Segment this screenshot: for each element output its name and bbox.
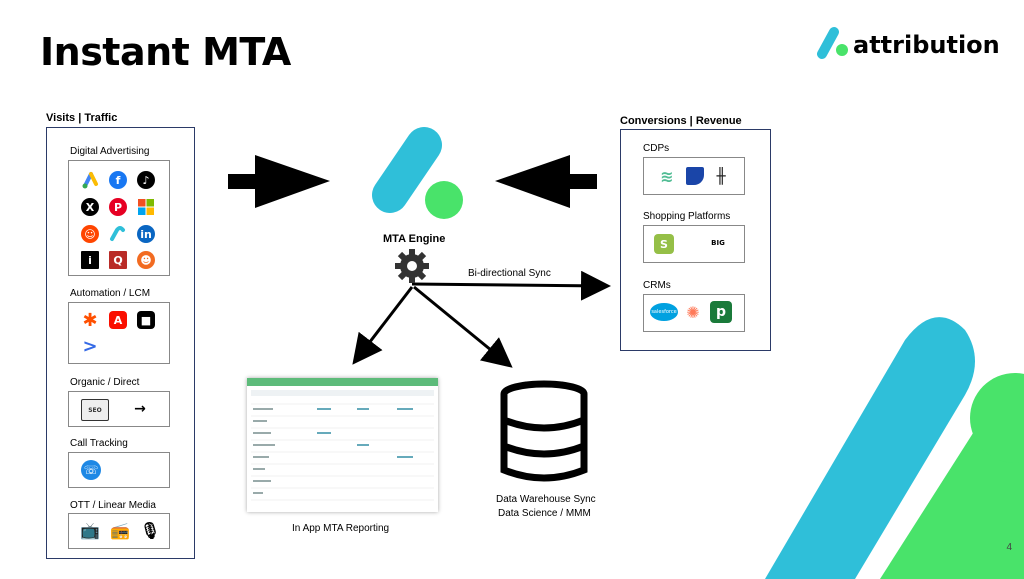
sync-label: Bi-directional Sync xyxy=(468,268,551,279)
microsoft-icon xyxy=(137,198,155,216)
brand-name: attribution xyxy=(853,31,1000,59)
facebook-icon: f xyxy=(109,171,127,189)
podcast-icon: 🎙 xyxy=(139,520,161,540)
attribution-icon xyxy=(109,225,127,243)
attribution-logo-icon xyxy=(817,27,848,59)
section-label-organic-direct: Organic / Direct xyxy=(70,377,140,388)
shopify-icon: S xyxy=(654,234,674,254)
taboola-icon: ☻ xyxy=(137,251,155,269)
page-number: 4 xyxy=(1006,542,1012,553)
quora-icon: Q xyxy=(109,251,127,269)
sync-arrow xyxy=(411,270,611,301)
teal-stripe xyxy=(765,317,975,579)
slide-title: Instant MTA xyxy=(40,30,291,74)
green-circle-decor xyxy=(970,373,1024,463)
inflow-arrow-right xyxy=(495,155,597,208)
linkedin-icon: in xyxy=(137,225,155,243)
zapier-icon: ✱ xyxy=(82,309,98,331)
tv-icon: 📺 xyxy=(80,520,100,540)
seo-icon: SEO xyxy=(81,399,109,421)
indeed-icon: i xyxy=(81,251,99,269)
google-ads-icon xyxy=(81,171,99,189)
digital-advertising-box: f ♪ X P ☺ in i Q ☻ xyxy=(68,160,170,276)
mparticle-icon: ╫ xyxy=(716,167,726,185)
section-label-cdps: CDPs xyxy=(643,143,670,154)
radio-icon: 📻 xyxy=(110,520,130,540)
reporting-table-rows xyxy=(251,390,434,501)
mta-engine-logo-icon xyxy=(372,127,463,219)
warehouse-caption-line1: Data Warehouse Sync xyxy=(496,494,596,505)
section-label-call-tracking: Call Tracking xyxy=(70,438,128,449)
segment-icon: ≋ xyxy=(660,166,674,186)
direct-arrow-icon: → xyxy=(134,401,146,417)
crms-box: salesforce ✺ p xyxy=(643,294,745,332)
warehouse-arrow xyxy=(413,285,513,368)
reporting-caption: In App MTA Reporting xyxy=(292,523,390,534)
salesforce-icon: salesforce xyxy=(650,303,678,321)
cdps-box: ≋ ╫ xyxy=(643,157,745,195)
reporting-screenshot xyxy=(247,378,438,512)
tiktok-icon: ♪ xyxy=(137,171,155,189)
database-icon xyxy=(500,380,588,482)
reddit-icon: ☺ xyxy=(81,225,99,243)
bigcommerce-icon: BIG xyxy=(711,239,725,247)
reporting-toolbar xyxy=(247,378,438,386)
section-label-crms: CRMs xyxy=(643,280,671,291)
automation-lcm-box: ✱ A ■ > xyxy=(68,302,170,364)
section-label-digital-advertising: Digital Advertising xyxy=(70,146,150,157)
engine-label: MTA Engine xyxy=(383,233,446,245)
call-tracking-icon: ☏ xyxy=(81,460,101,480)
activecampaign-icon: > xyxy=(82,335,98,357)
hubspot-icon: ✺ xyxy=(686,302,700,322)
section-label-shopping-platforms: Shopping Platforms xyxy=(643,211,731,222)
reporting-arrow xyxy=(352,286,414,365)
x-icon: X xyxy=(81,198,99,216)
ott-linear-media-box: 📺 📻 🎙 xyxy=(68,513,170,549)
gear-icon xyxy=(395,249,429,283)
klaviyo-icon: ■ xyxy=(137,311,155,329)
rudderstack-icon xyxy=(686,167,704,185)
inflow-arrow-left xyxy=(228,155,330,208)
pinterest-icon: P xyxy=(109,198,127,216)
left-panel-header: Visits | Traffic xyxy=(46,112,118,124)
organic-direct-box: SEO → xyxy=(68,391,170,427)
call-tracking-box: ☏ xyxy=(68,452,170,488)
pipedrive-icon: p xyxy=(710,301,732,323)
right-panel-header: Conversions | Revenue xyxy=(620,115,742,127)
section-label-automation-lcm: Automation / LCM xyxy=(70,288,151,299)
warehouse-caption-line2: Data Science / MMM xyxy=(498,508,591,519)
adobe-icon: A xyxy=(109,311,127,329)
shopping-platforms-box: S BIG xyxy=(643,225,745,263)
section-label-ott-linear-media: OTT / Linear Media xyxy=(70,500,156,511)
